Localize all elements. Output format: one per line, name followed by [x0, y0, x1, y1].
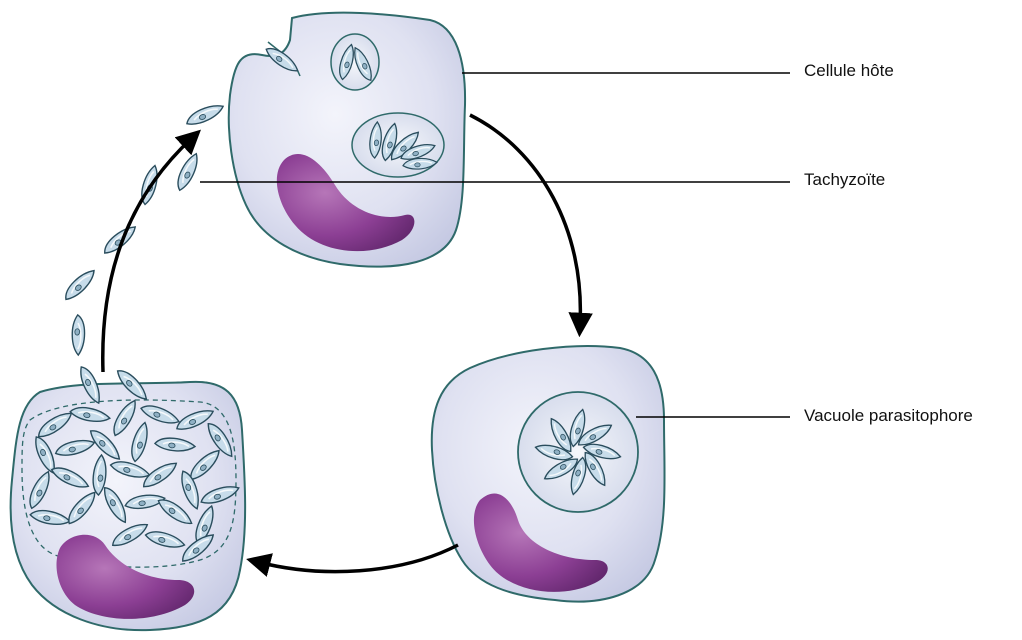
label-tachyzoite: Tachyzoïte — [804, 170, 885, 190]
host-cell-top — [229, 13, 465, 267]
arrow-to-vacuole — [470, 115, 580, 325]
small-vacuole — [331, 34, 379, 90]
parasitophorous-vacuole — [518, 392, 638, 512]
host-cell-right — [432, 346, 665, 602]
dividing-vacuole — [352, 113, 444, 177]
label-host-cell: Cellule hôte — [804, 61, 894, 81]
free-tachyzoites — [60, 102, 225, 406]
label-parasitophorous-vacuole: Vacuole parasitophore — [804, 406, 973, 426]
host-cell-lysing — [11, 382, 246, 630]
arrow-to-lysis — [258, 545, 458, 572]
arrow-to-reinvasion — [103, 138, 192, 372]
